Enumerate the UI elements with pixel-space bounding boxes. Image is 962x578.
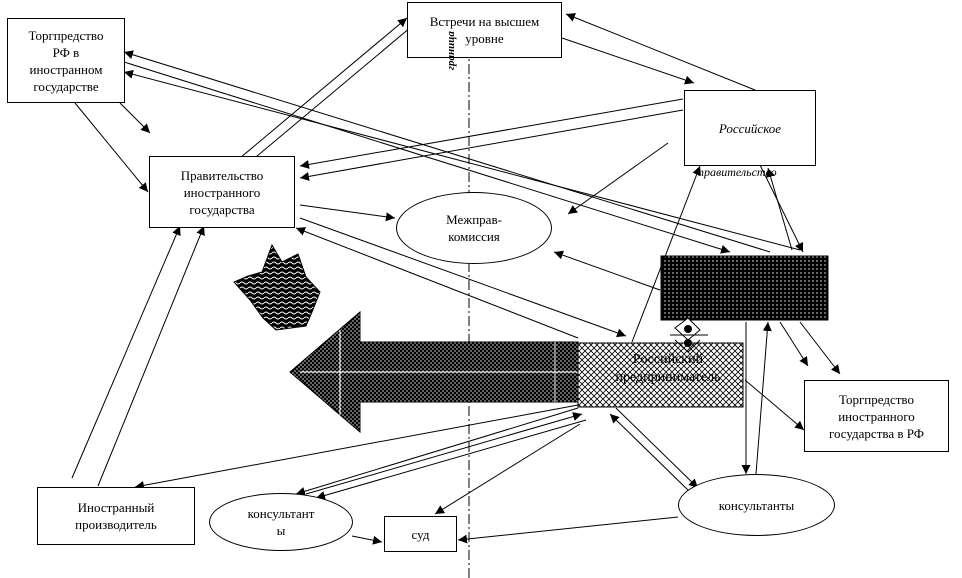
intergov-commission-ellipse: Межправ- комиссия <box>396 192 552 264</box>
foreign-producer-box: Иностранный производитель <box>37 487 195 545</box>
arrow-entrepreneur-consultants <box>615 407 699 489</box>
arrow-rgov-dark-2 <box>766 167 793 251</box>
connector-marker <box>670 317 708 353</box>
summit-box: Встречи на высшем уровне <box>407 2 562 58</box>
arrow-dark-traderep-foreign-2 <box>799 321 841 375</box>
arrow-rgov-summit <box>565 13 756 91</box>
dark-box <box>660 255 829 321</box>
entrepreneur-box-fill <box>577 342 744 408</box>
arrow-entrepreneur-consultant-left-1 <box>295 407 579 496</box>
arrow-rgov-fgov-1 <box>299 98 684 169</box>
arrow-entrepreneur-court <box>434 423 581 515</box>
wavy-shape <box>233 243 321 331</box>
foreign-gov-box: Правительство иностранного государства <box>149 156 295 228</box>
arrow-summit-rgov <box>561 37 695 85</box>
arrow-entrepreneur-traderep-foreign <box>744 379 805 431</box>
arrow-dark-traderep-1 <box>123 50 771 253</box>
arrow-producer-fgov-1 <box>71 225 181 479</box>
arrow-dark-traderep-foreign-1 <box>779 321 809 367</box>
arrow-entrepreneur-rgov <box>631 165 701 343</box>
arrow-traderep-dark <box>123 61 731 254</box>
arrow-fgov-traderep-back <box>119 102 151 134</box>
border-label: граница <box>445 31 457 70</box>
arrow-rgov-commission <box>567 142 669 215</box>
arrow-rgov-fgov-2 <box>299 109 684 181</box>
arrow-consultant-left-entrepreneur <box>305 412 583 495</box>
arrow-entrepreneur-consultant-left-2 <box>315 419 587 500</box>
arrow-entrepreneur-fgov <box>295 227 579 339</box>
arrow-fgov-entrepreneur <box>299 217 627 338</box>
arrow-rgov-dark-1 <box>759 164 804 253</box>
russian-gov-label-cont: правительство <box>698 165 777 179</box>
arrow-consultants-entrepreneur <box>609 413 691 493</box>
consultants-right-ellipse: консультанты <box>678 474 835 536</box>
arrow-dark-commission <box>553 250 661 291</box>
russian-entrepreneur-label: Российский предприниматель <box>615 352 721 385</box>
trade-rep-rf-box: Торгпредство РФ в иностранном государств… <box>7 18 125 103</box>
court-box: суд <box>384 516 457 552</box>
russian-gov-box: Российское <box>684 90 816 166</box>
arrow-consultants-court <box>457 516 679 544</box>
arrow-traderep-fgov <box>74 102 149 193</box>
arrow-fgov-summit-2 <box>249 21 418 163</box>
arrow-fgov-commission <box>299 204 396 222</box>
arrow-entrepreneur-producer <box>134 404 579 490</box>
arrow-fgov-summit-1 <box>239 17 408 159</box>
arrow-consultants-dark <box>755 321 772 475</box>
arrow-consultant-court <box>351 535 383 545</box>
arrow-producer-fgov-2 <box>97 225 205 487</box>
trade-rep-foreign-box: Торгпредство иностранного государства в … <box>804 380 949 452</box>
arrow-dark-traderep-2 <box>123 69 801 251</box>
consultant-left-ellipse: консультант ы <box>209 493 353 551</box>
